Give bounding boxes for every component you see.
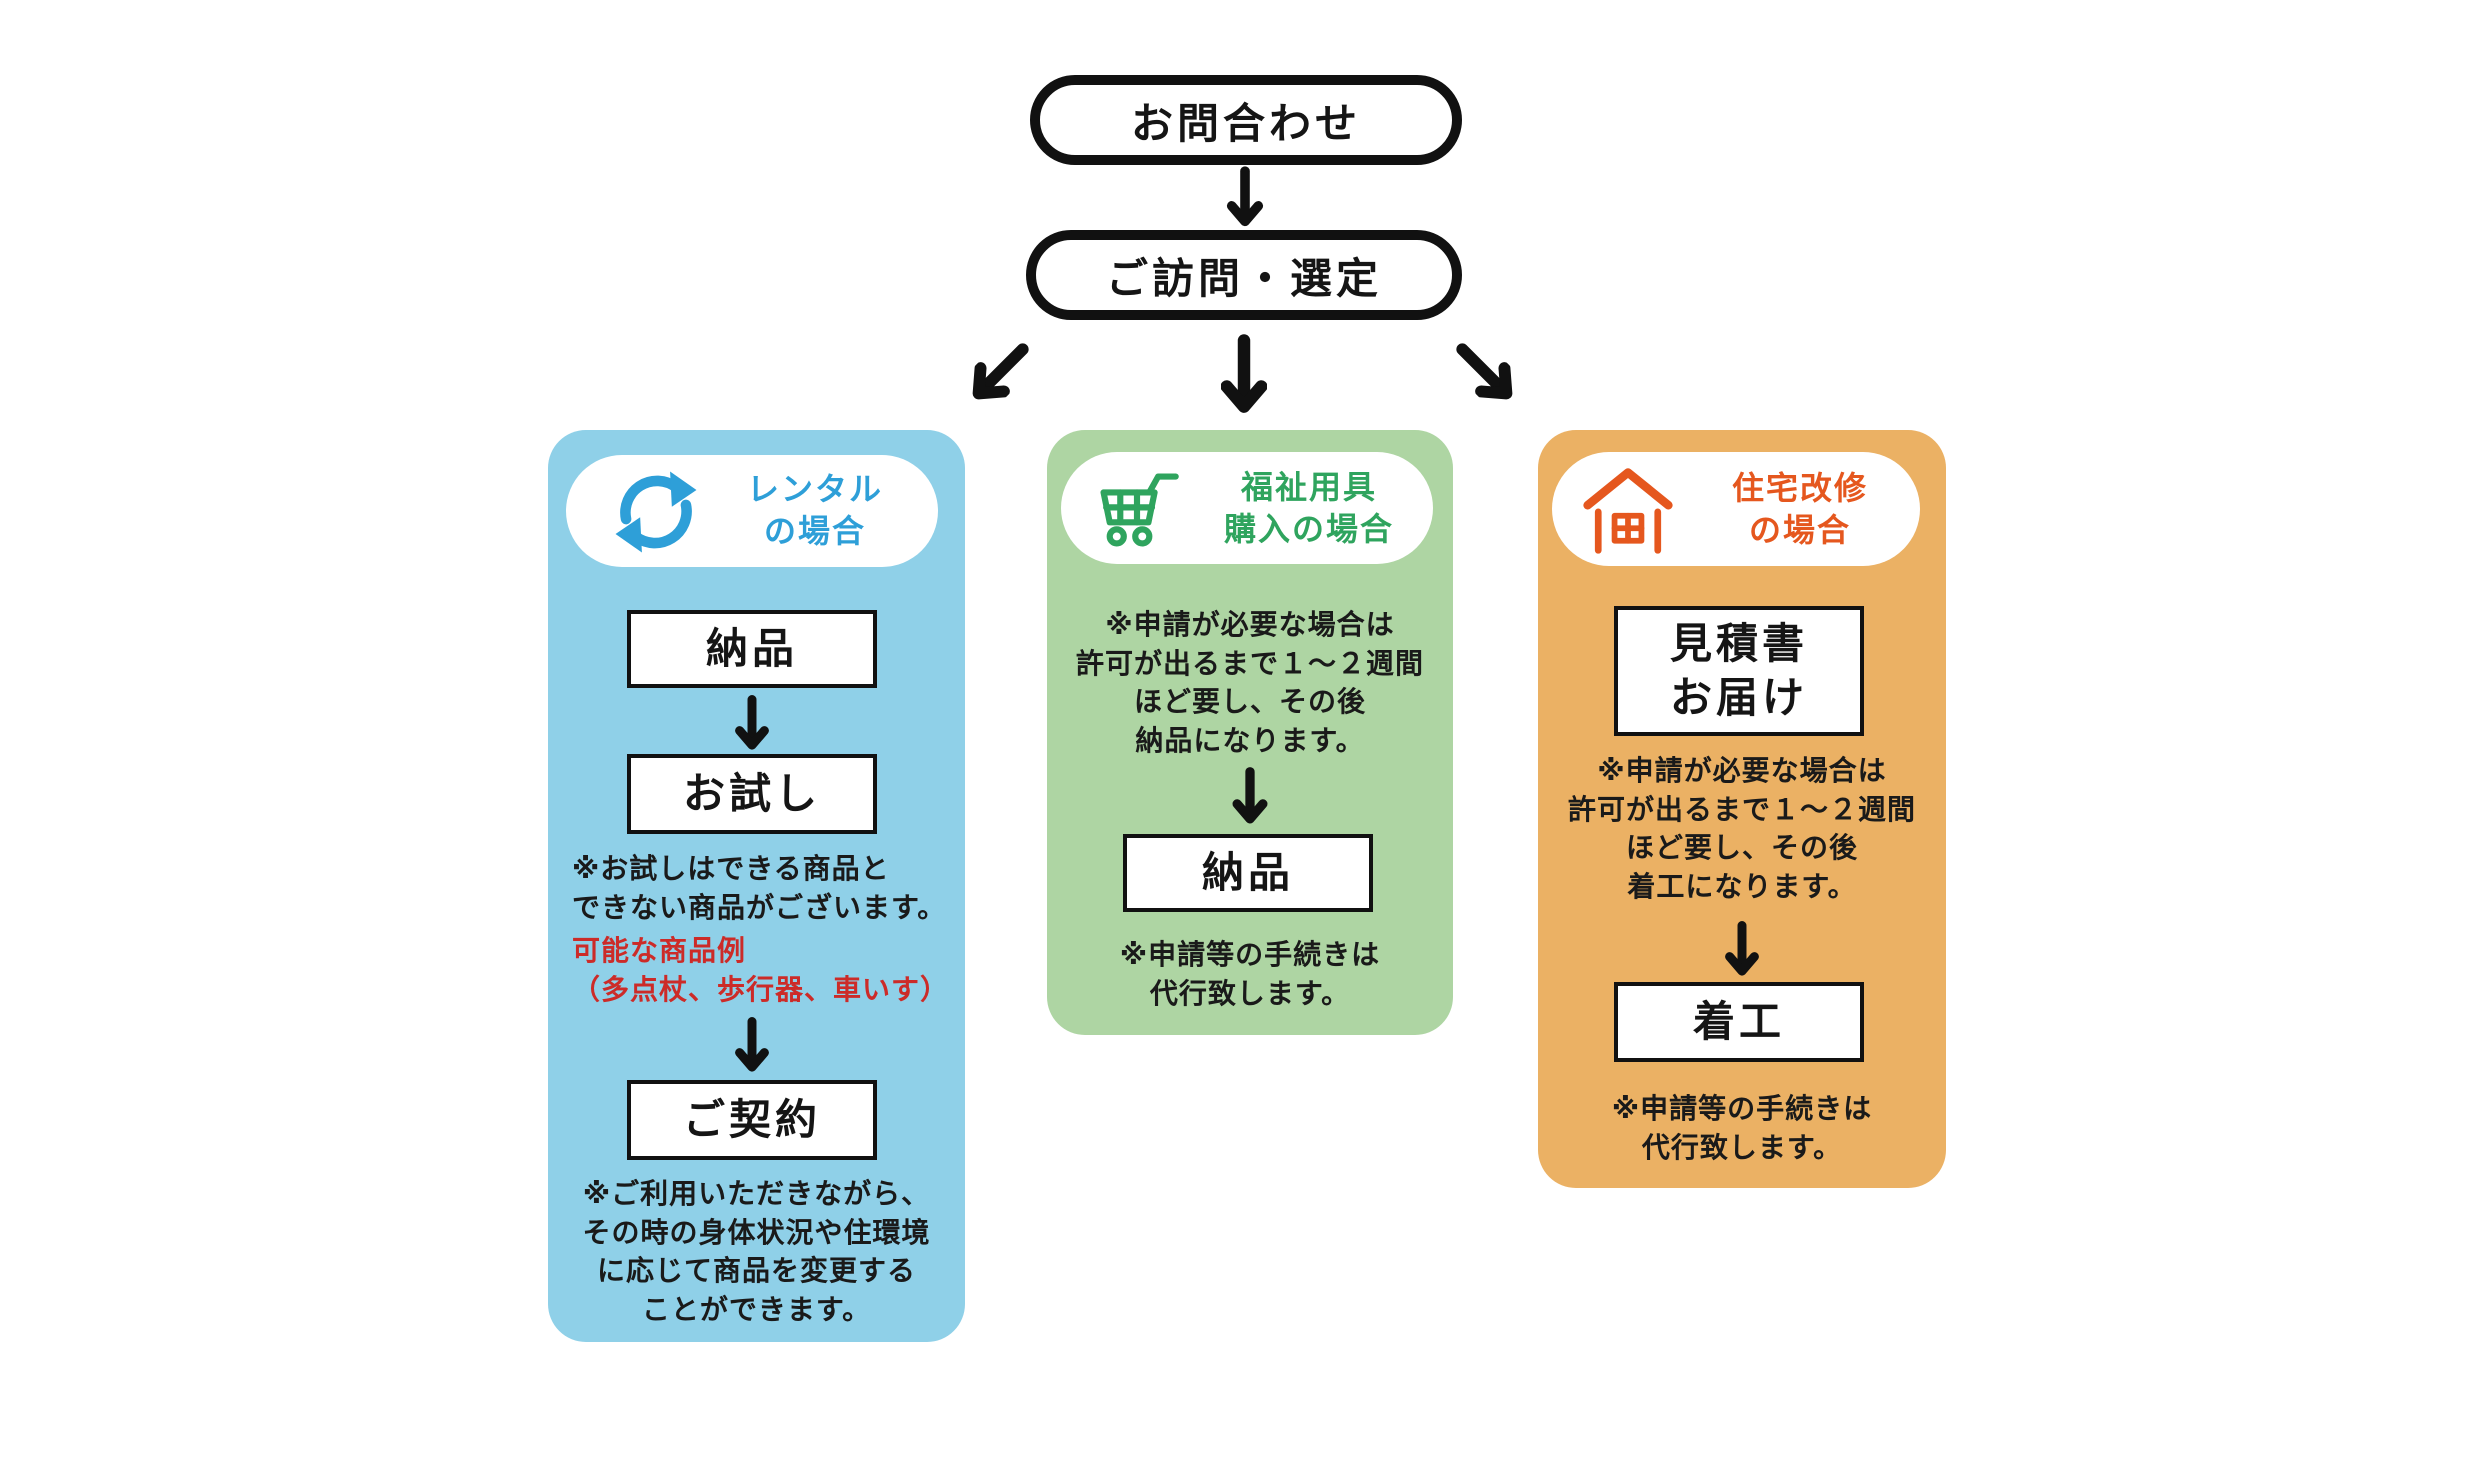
purchase-card: 福祉用具 購入の場合 ※申請が必要な場合は 許可が出るまで１～２週間 ほど要し、… [1047,430,1453,1035]
refresh-cycle-icon [610,468,702,560]
rental-contract-label: ご契約 [682,1095,821,1145]
renovation-estimate-box: 見積書 お届け [1614,606,1864,736]
step-contact-pill: お問合わせ [1030,75,1462,165]
rental-contract-box: ご契約 [627,1080,877,1160]
purchase-card-title: 福祉用具 購入の場合 [1223,468,1394,548]
rental-examples-note: 可能な商品例 （多点杖、歩行器、車いす） [572,934,950,1006]
purchase-delivery-box: 納品 [1123,834,1373,912]
rental-delivery-label: 納品 [705,624,798,674]
renovation-header-pill [1552,452,1920,566]
step-visit-label: ご訪問・選定 [1105,253,1382,303]
down-arrow-icon [1228,766,1272,826]
down-arrow-icon [730,694,774,752]
branch-arrow-right-icon [1441,328,1529,416]
renovation-card: 住宅改修 の場合 見積書 お届け ※申請が必要な場合は 許可が出るまで１～２週間… [1538,430,1946,1188]
rental-card: レンタル の場合 納品 お試し ※お試しはできる商品と できない商品がございます… [548,430,965,1342]
rental-contract-note: ※ご利用いただきながら、 その時の身体状況や住環境 に応じて商品を変更する こと… [582,1177,931,1326]
down-arrow-icon [1222,166,1268,228]
rental-card-title: レンタル の場合 [746,470,883,550]
branch-arrow-left-icon [956,328,1044,416]
renovation-application-note: ※申請が必要な場合は 許可が出るまで１～２週間 ほど要し、その後 着工になります… [1567,754,1916,903]
renovation-proxy-note: ※申請等の手続きは 代行致します。 [1611,1092,1873,1164]
rental-trial-note: ※お試しはできる商品と できない商品がございます。 [572,852,947,924]
renovation-estimate-label: 見積書 お届け [1669,619,1808,722]
rental-trial-label: お試し [682,769,821,819]
rental-delivery-box: 納品 [627,610,877,688]
rental-trial-box: お試し [627,754,877,834]
renovation-card-title: 住宅改修 の場合 [1731,469,1868,549]
down-arrow-icon [730,1016,774,1074]
purchase-application-note: ※申請が必要な場合は 許可が出るまで１～２週間 ほど要し、その後 納品になります… [1075,608,1424,757]
down-arrow-icon [1720,920,1764,978]
renovation-start-label: 着工 [1692,997,1785,1047]
purchase-proxy-note: ※申請等の手続きは 代行致します。 [1119,938,1381,1010]
house-icon [1580,462,1676,562]
branch-arrow-middle-icon [1221,330,1267,420]
purchase-delivery-label: 納品 [1201,848,1294,898]
step-contact-label: お問合わせ [1130,98,1361,148]
renovation-start-box: 着工 [1614,982,1864,1062]
shopping-cart-icon [1093,466,1181,558]
step-visit-pill: ご訪問・選定 [1026,230,1462,320]
